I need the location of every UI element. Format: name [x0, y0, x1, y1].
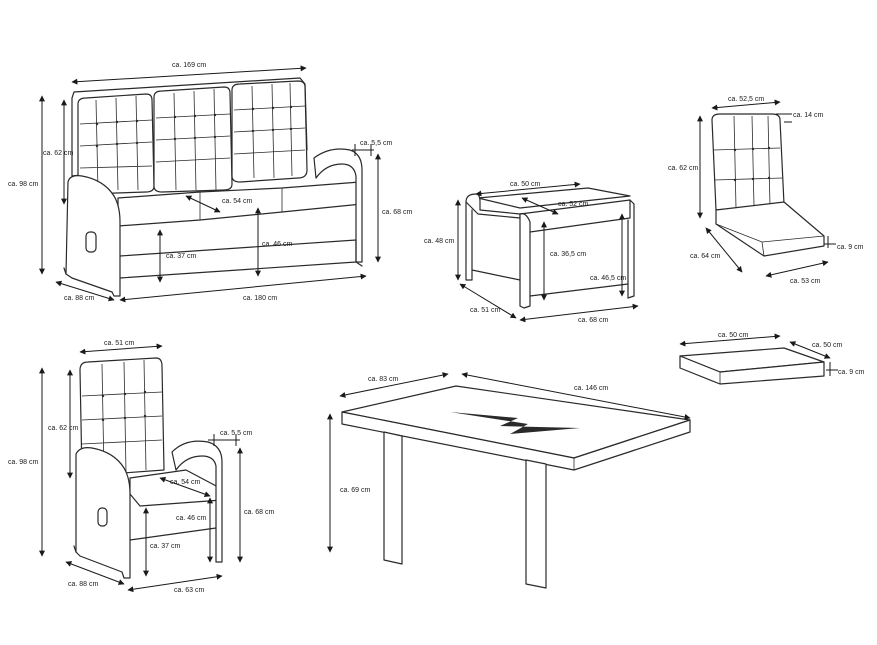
stool-width-label: ca. 50 cm	[510, 181, 541, 188]
chair-cushion-seat-width-label: ca. 53 cm	[790, 278, 821, 285]
armchair-width-label: ca. 51 cm	[104, 340, 135, 347]
chair-cushion-dimensions: ca. 52,5 cm ca. 14 cm ca. 62 cm ca. 64 c…	[668, 96, 864, 285]
table-drawing	[341, 385, 691, 589]
sofa-arm-height-label: ca. 68 cm	[382, 209, 413, 216]
armchair-inner-height-label: ca. 46 cm	[176, 515, 207, 522]
armchair-dimensions: ca. 51 cm ca. 62 cm ca. 98 cm ca. 5,5 cm…	[8, 340, 275, 594]
table-length-label: ca. 146 cm	[574, 385, 608, 392]
sofa-dimensions: ca. 169 cm ca. 62 cm ca. 98 cm ca. 5,5 c…	[8, 62, 413, 303]
stool-dimensions: ca. 50 cm ca. 52 cm ca. 48 cm ca. 36,5 c…	[424, 181, 639, 324]
sofa-seat-depth-label: ca. 54 cm	[222, 198, 253, 205]
stool-cushion-thickness-label: ca. 9 cm	[838, 369, 865, 376]
stool-cushion-depth-label: ca. 50 cm	[812, 342, 843, 349]
chair-cushion-seat-depth-label: ca. 64 cm	[690, 253, 721, 260]
stool-cushion-label: ca. 52 cm	[558, 201, 589, 208]
sofa-inner-height-label: ca. 46 cm	[262, 241, 293, 248]
stool-length-label: ca. 68 cm	[578, 317, 609, 324]
chair-cushion-back-height-label: ca. 62 cm	[668, 165, 699, 172]
stool-cushion-dimensions: ca. 50 cm ca. 50 cm ca. 9 cm	[679, 332, 865, 376]
sofa-back-height-label: ca. 62 cm	[43, 150, 74, 157]
sofa-total-height-label: ca. 98 cm	[8, 181, 39, 188]
sofa-width-label: ca. 169 cm	[172, 62, 206, 69]
armchair-armrest-label: ca. 5,5 cm	[220, 430, 252, 437]
armchair-total-height-label: ca. 98 cm	[8, 459, 39, 466]
table-dimensions: ca. 83 cm ca. 146 cm ca. 69 cm	[327, 372, 691, 553]
chair-cushion-width-label: ca. 52,5 cm	[728, 96, 764, 103]
sofa-depth-label: ca. 88 cm	[64, 295, 95, 302]
stool-inner-height-label: ca. 36,5 cm	[550, 251, 586, 258]
armchair-back-height-label: ca. 62 cm	[48, 425, 79, 432]
armchair-width-2-label: ca. 63 cm	[174, 587, 205, 594]
chair-cushion-back-thickness-label: ca. 14 cm	[793, 112, 824, 119]
sofa-length-label: ca. 180 cm	[243, 295, 277, 302]
table-depth-label: ca. 83 cm	[368, 376, 399, 383]
armchair-depth-label: ca. 88 cm	[68, 581, 99, 588]
sofa-armrest-label: ca. 5,5 cm	[360, 140, 392, 147]
sofa-seat-height-label: ca. 37 cm	[166, 253, 197, 260]
stool-cushion-width-label: ca. 50 cm	[718, 332, 749, 339]
stool-drawing	[465, 187, 635, 309]
sofa-drawing	[63, 77, 363, 297]
stool-cushion-drawing	[679, 347, 825, 385]
armchair-seat-depth-label: ca. 54 cm	[170, 479, 201, 486]
armchair-seat-height-label: ca. 37 cm	[150, 543, 181, 550]
stool-depth-label: ca. 51 cm	[470, 307, 501, 314]
stool-height-label: ca. 48 cm	[424, 238, 455, 245]
chair-cushion-seat-thickness-label: ca. 9 cm	[837, 244, 864, 251]
chair-cushion-drawing	[711, 113, 825, 257]
stool-height-2-label: ca. 46,5 cm	[590, 275, 626, 282]
table-height-label: ca. 69 cm	[340, 487, 371, 494]
armchair-drawing	[73, 357, 223, 579]
armchair-arm-height-label: ca. 68 cm	[244, 509, 275, 516]
